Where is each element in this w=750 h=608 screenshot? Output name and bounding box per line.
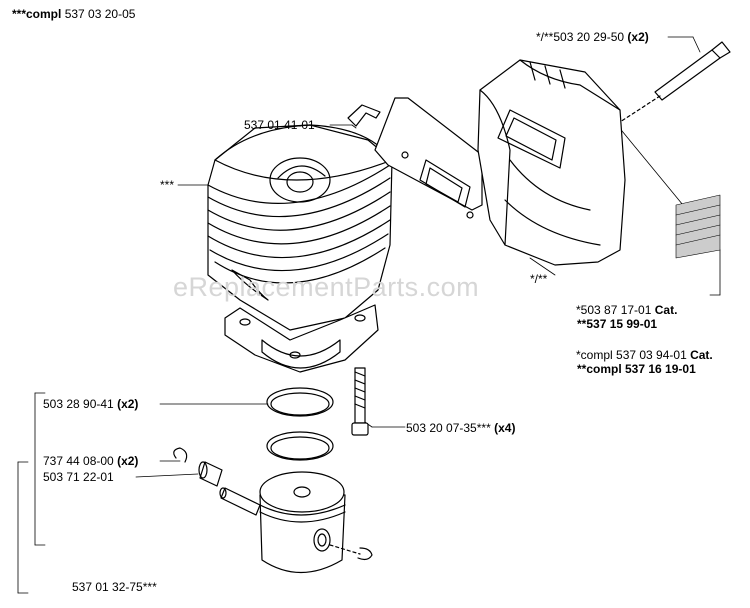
circlip-code: 737 44 08-00 [43,454,114,468]
muffler-bolt-qty: (x2) [627,30,649,44]
muffler-bolt-code: */**503 20 29-50 [536,30,625,44]
piston-label: 537 01 32-75*** [72,580,157,594]
muffler-kit-label-line1: *compl 537 03 94-01 Cat. [576,348,713,362]
piston-ring-qty: (x2) [117,397,139,411]
piston-rings-drawing [266,387,334,461]
screen-label-line2: **537 15 99-01 [577,317,658,331]
muffler-bolt-label: */**503 20 29-50 (x2) [536,30,649,44]
gasket-drawing [347,97,483,219]
cylinder-label: *** [160,178,175,192]
assembly-label: ***compl 537 03 20-05 [12,7,135,21]
screen-suffix: Cat. [654,303,678,317]
bearing-label: 503 71 22-01 [43,470,114,484]
muffler-kit-suffix: Cat. [690,348,713,362]
bracket-label: 537 01 41-01 [244,118,315,132]
cylinder-bolt-label: 503 20 07-35*** (x4) [406,421,515,435]
cylinder-bolt-qty: (x4) [494,421,516,435]
watermark-text: eReplacementParts.com [173,272,480,302]
assembly-prefix: ***compl [12,7,62,21]
cylinder-bolt-drawing [351,367,369,436]
circlip-qty: (x2) [117,454,139,468]
piston-drawing [259,471,361,574]
small-parts-drawing [173,447,373,561]
assembly-code: 537 03 20-05 [64,7,136,21]
screen-code-1: *503 87 17-01 [576,303,652,317]
muffler-body-label: */** [530,272,548,286]
muffler-kit-code-1: *compl 537 03 94-01 [576,348,687,362]
screen-label-line1: *503 87 17-01 Cat. [576,303,677,317]
muffler-drawing [477,59,626,266]
cylinder-bolt-code: 503 20 07-35*** [406,421,491,435]
circlip-label: 737 44 08-00 (x2) [43,454,138,468]
piston-ring-label: 503 28 90-41 (x2) [43,397,138,411]
screen-drawing [675,194,721,259]
piston-ring-code: 503 28 90-41 [43,397,114,411]
muffler-bolt-drawing [619,41,731,123]
muffler-kit-label-line2: **compl 537 16 19-01 [577,362,696,376]
cylinder-drawing [207,124,393,373]
